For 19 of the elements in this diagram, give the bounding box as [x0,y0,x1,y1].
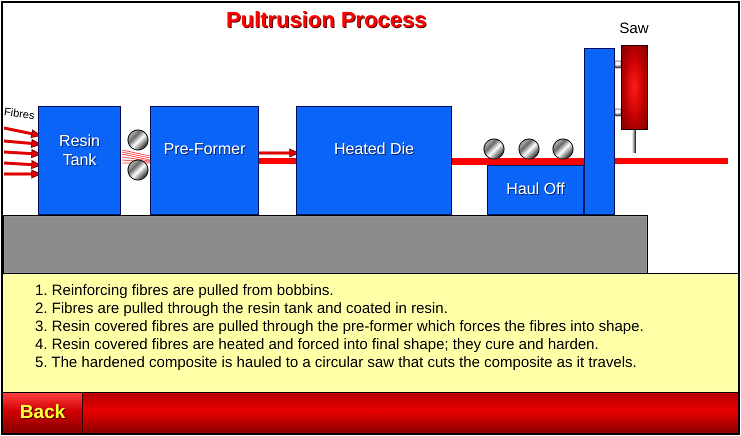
node-label: Heated Die [332,140,416,159]
step-text: 3. Resin covered fibres are pulled through the pre-former which forces the fibres into shape. [35,318,644,336]
node-label: Haul Off [505,180,566,199]
process-box [487,165,584,215]
material-label: Fibres [3,106,36,124]
process-box [150,106,259,215]
node-label: Saw [618,20,650,38]
step-text: 5. The hardened composite is hauled to a circular saw that cuts the composite as it travels. [35,354,637,372]
support-column [584,48,615,215]
step-text: 4. Resin covered fibres are heated and forced into final shape; they cure and harden. [35,336,599,354]
title: Pultrusion Process [226,7,427,33]
resin-tank-box [38,106,121,215]
process-box [296,106,452,215]
machine-bed [3,215,648,274]
step-text: 1. Reinforcing fibres are pulled from bobbins. [35,282,334,300]
node-label: Resin Tank [58,132,101,170]
back-button: Back [3,392,82,433]
node-label: Pre-Former [162,140,246,159]
step-text: 2. Fibres are pulled through the resin tank and coated in resin. [35,300,448,318]
